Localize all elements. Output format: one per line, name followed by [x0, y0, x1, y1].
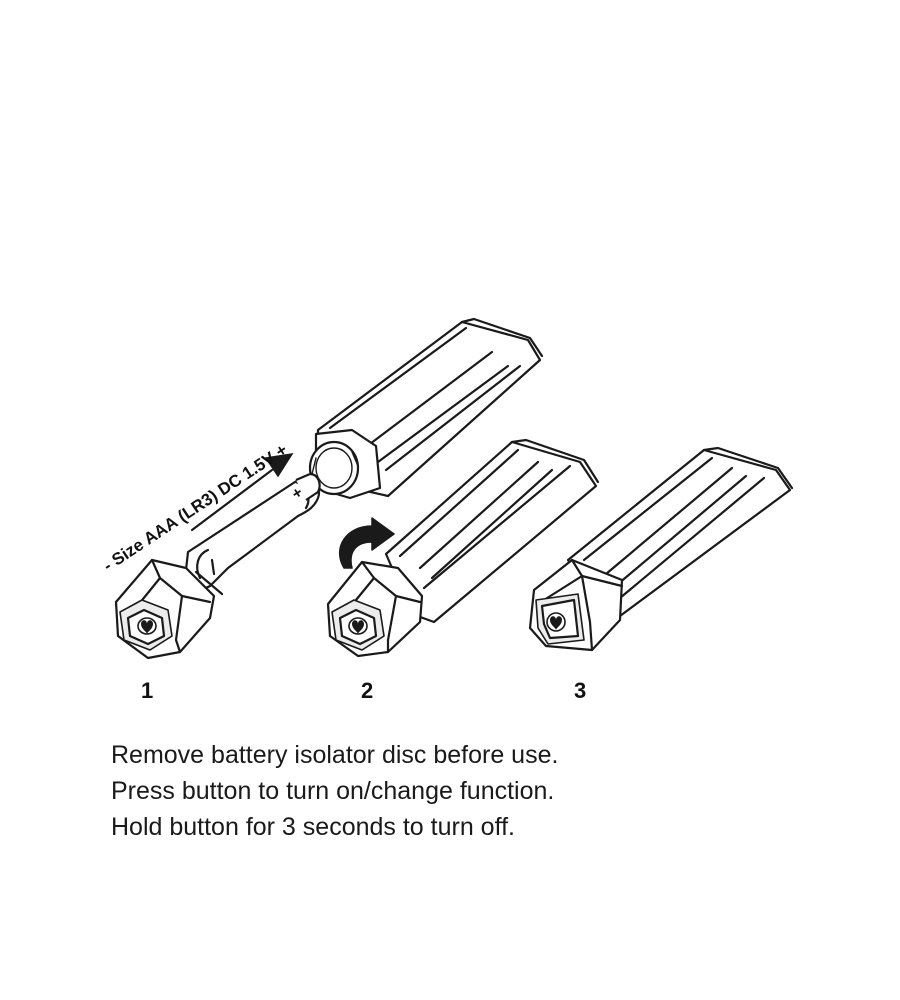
- insert-direction-arrow: [190, 453, 294, 532]
- heart-icon: [352, 620, 364, 634]
- step-2-illustration: 2: [326, 438, 600, 703]
- step-1-number: 1: [141, 678, 153, 703]
- instruction-line-2: Press button to turn on/change function.: [111, 777, 555, 805]
- device-head-cap: [528, 558, 624, 652]
- step-3-illustration: 3: [528, 446, 794, 703]
- instruction-line-3: Hold button for 3 seconds to turn off.: [111, 813, 515, 841]
- step-2-number: 2: [361, 678, 373, 703]
- instructions-text: Remove battery isolator disc before use.…: [111, 737, 811, 845]
- aaa-battery: [184, 472, 321, 596]
- device-body-assembled: [566, 446, 794, 618]
- rotate-arrow-icon: [338, 517, 395, 569]
- instruction-line-1: Remove battery isolator disc before use.: [111, 741, 559, 769]
- heart-icon: [550, 616, 562, 630]
- device-head-cap: [326, 560, 424, 658]
- device-head-cap: [114, 558, 216, 660]
- step-3-number: 3: [574, 678, 586, 703]
- device-body-open: [308, 317, 544, 500]
- heart-icon: [141, 620, 153, 634]
